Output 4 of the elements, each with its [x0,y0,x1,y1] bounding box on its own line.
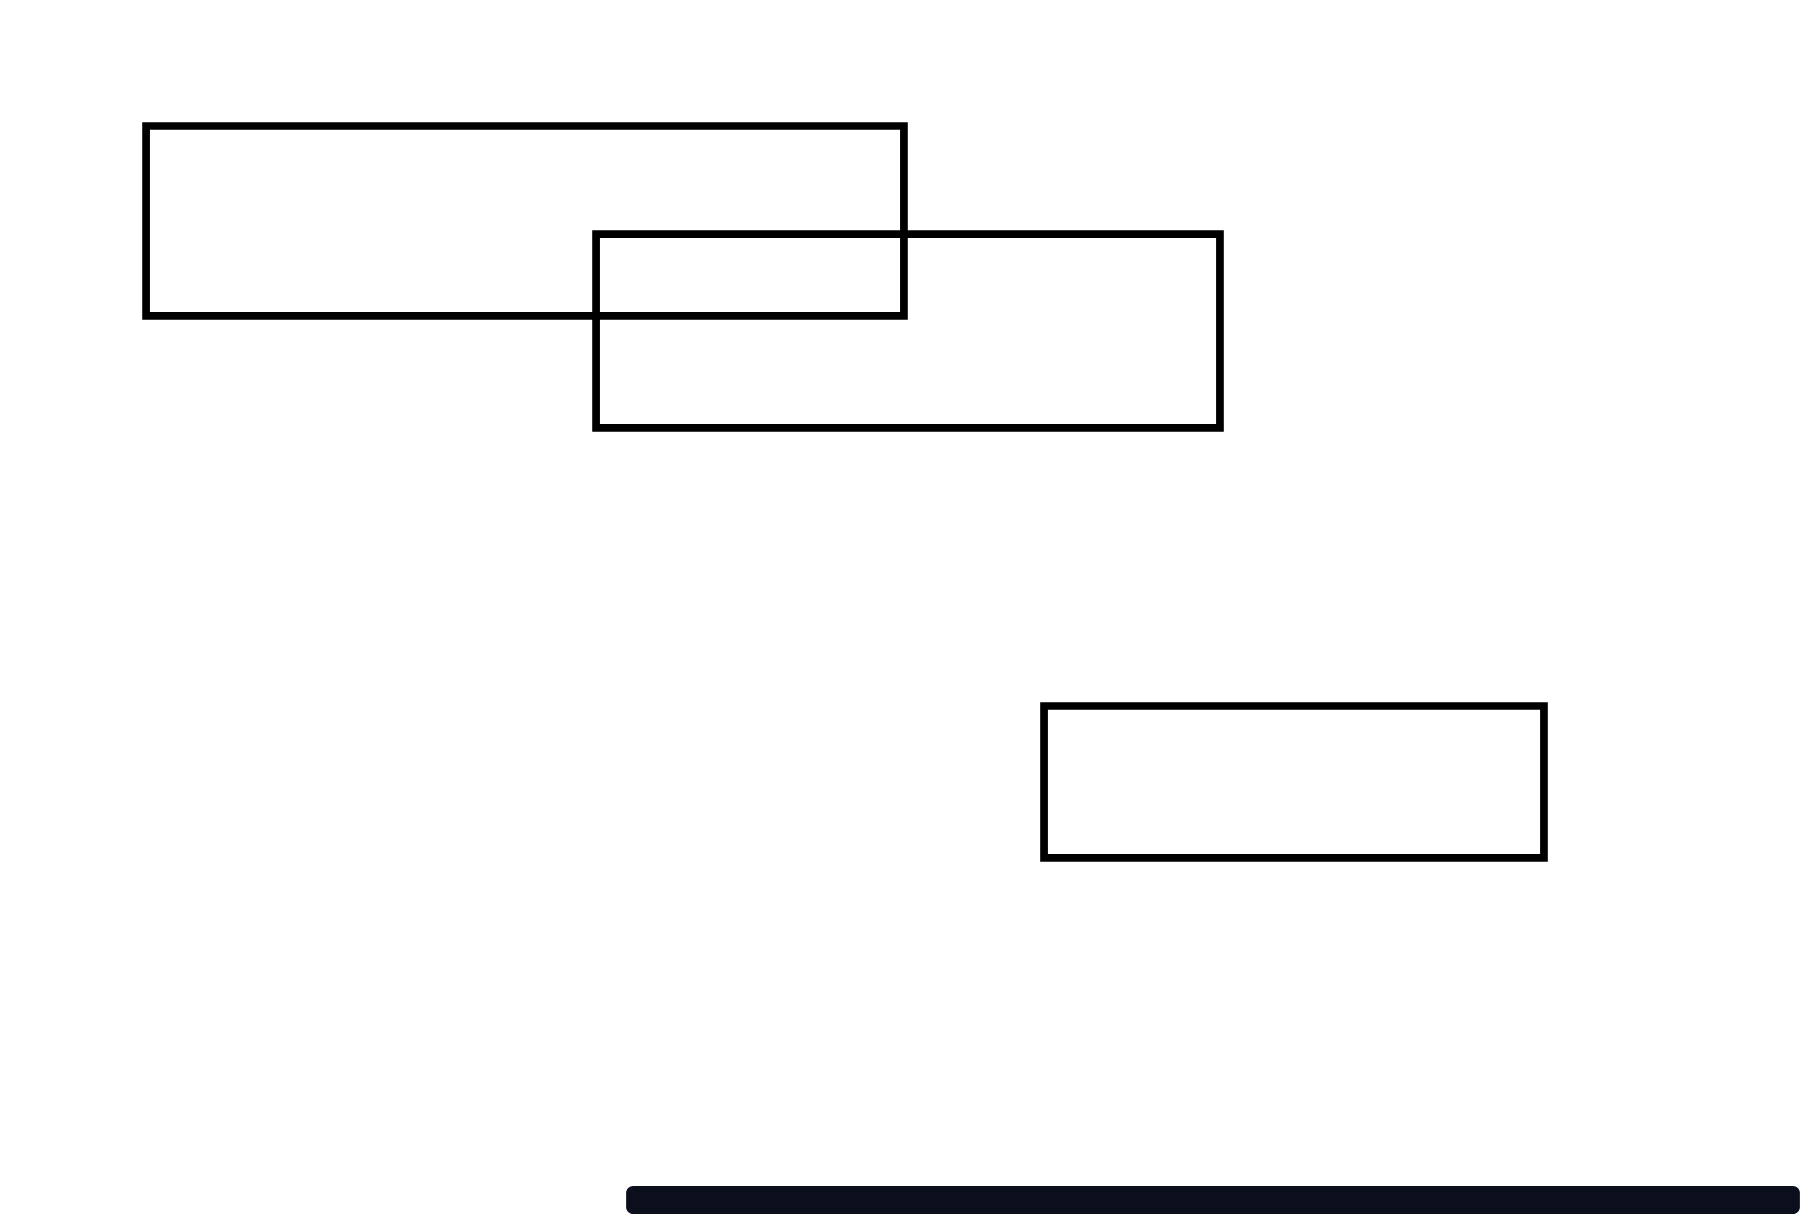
dark-bar [626,1186,1800,1214]
empty-box [142,122,908,320]
empty-box [592,230,1224,432]
empty-box [1040,702,1548,862]
